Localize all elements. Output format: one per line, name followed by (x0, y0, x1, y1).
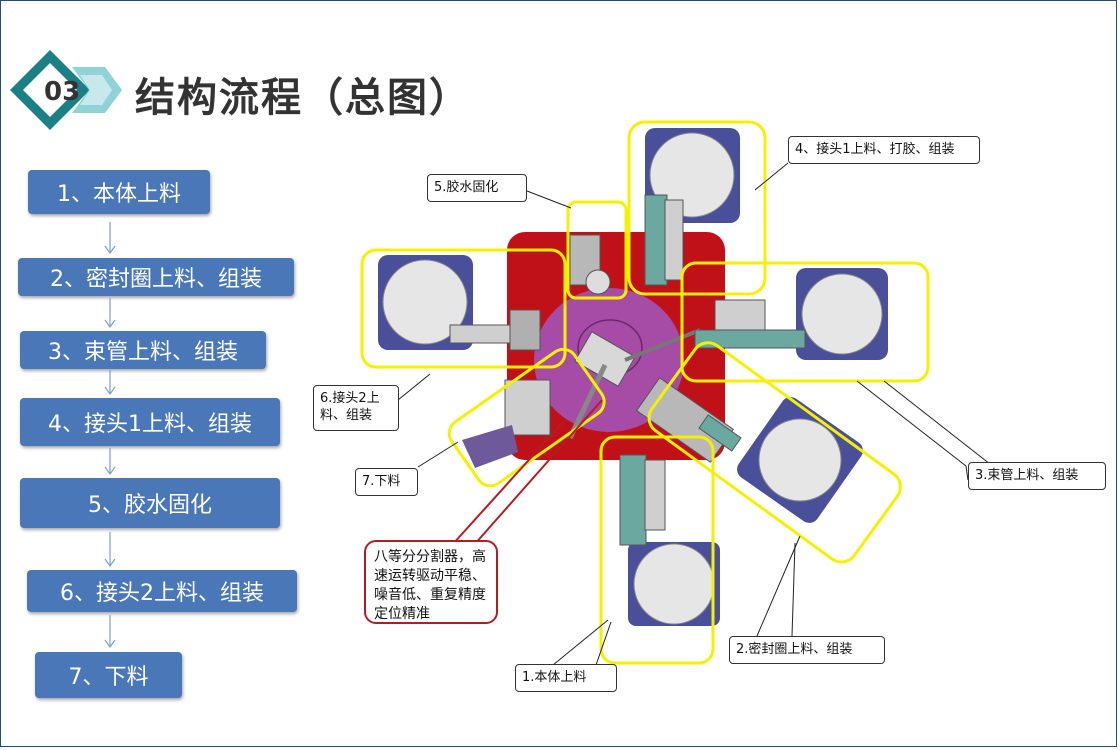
station-highlights (360, 120, 930, 665)
callout-glue-curing: 5.胶水固化 (427, 174, 527, 202)
step-7: 7、下料 (35, 652, 182, 698)
callout-tube: 3.束管上料、组装 (968, 462, 1106, 490)
callout-unload: 7.下料 (355, 468, 418, 496)
step-6: 6、接头2上料、组装 (27, 570, 297, 612)
step-4: 4、接头1上料、组装 (20, 398, 280, 446)
section-number: 03 (44, 77, 81, 107)
step-2: 2、密封圈上料、组装 (18, 258, 294, 296)
page-title: 结构流程（总图） (135, 75, 471, 121)
step-5: 5、胶水固化 (20, 478, 280, 528)
step-1: 1、本体上料 (28, 170, 210, 214)
callout-connector1: 4、接头1上料、打胶、组装 (788, 136, 980, 164)
step-3: 3、束管上料、组装 (20, 331, 266, 369)
indexer-note: 八等分分割器，高速运转驱动平稳、噪音低、重复精度定位精准 (364, 540, 498, 624)
callout-seal-ring: 2.密封圈上料、组装 (729, 636, 885, 664)
section-badge-icon (10, 50, 122, 130)
callout-connector2: 6.接头2上料、组装 (313, 385, 399, 431)
callout-body-loading: 1.本体上料 (515, 664, 617, 692)
